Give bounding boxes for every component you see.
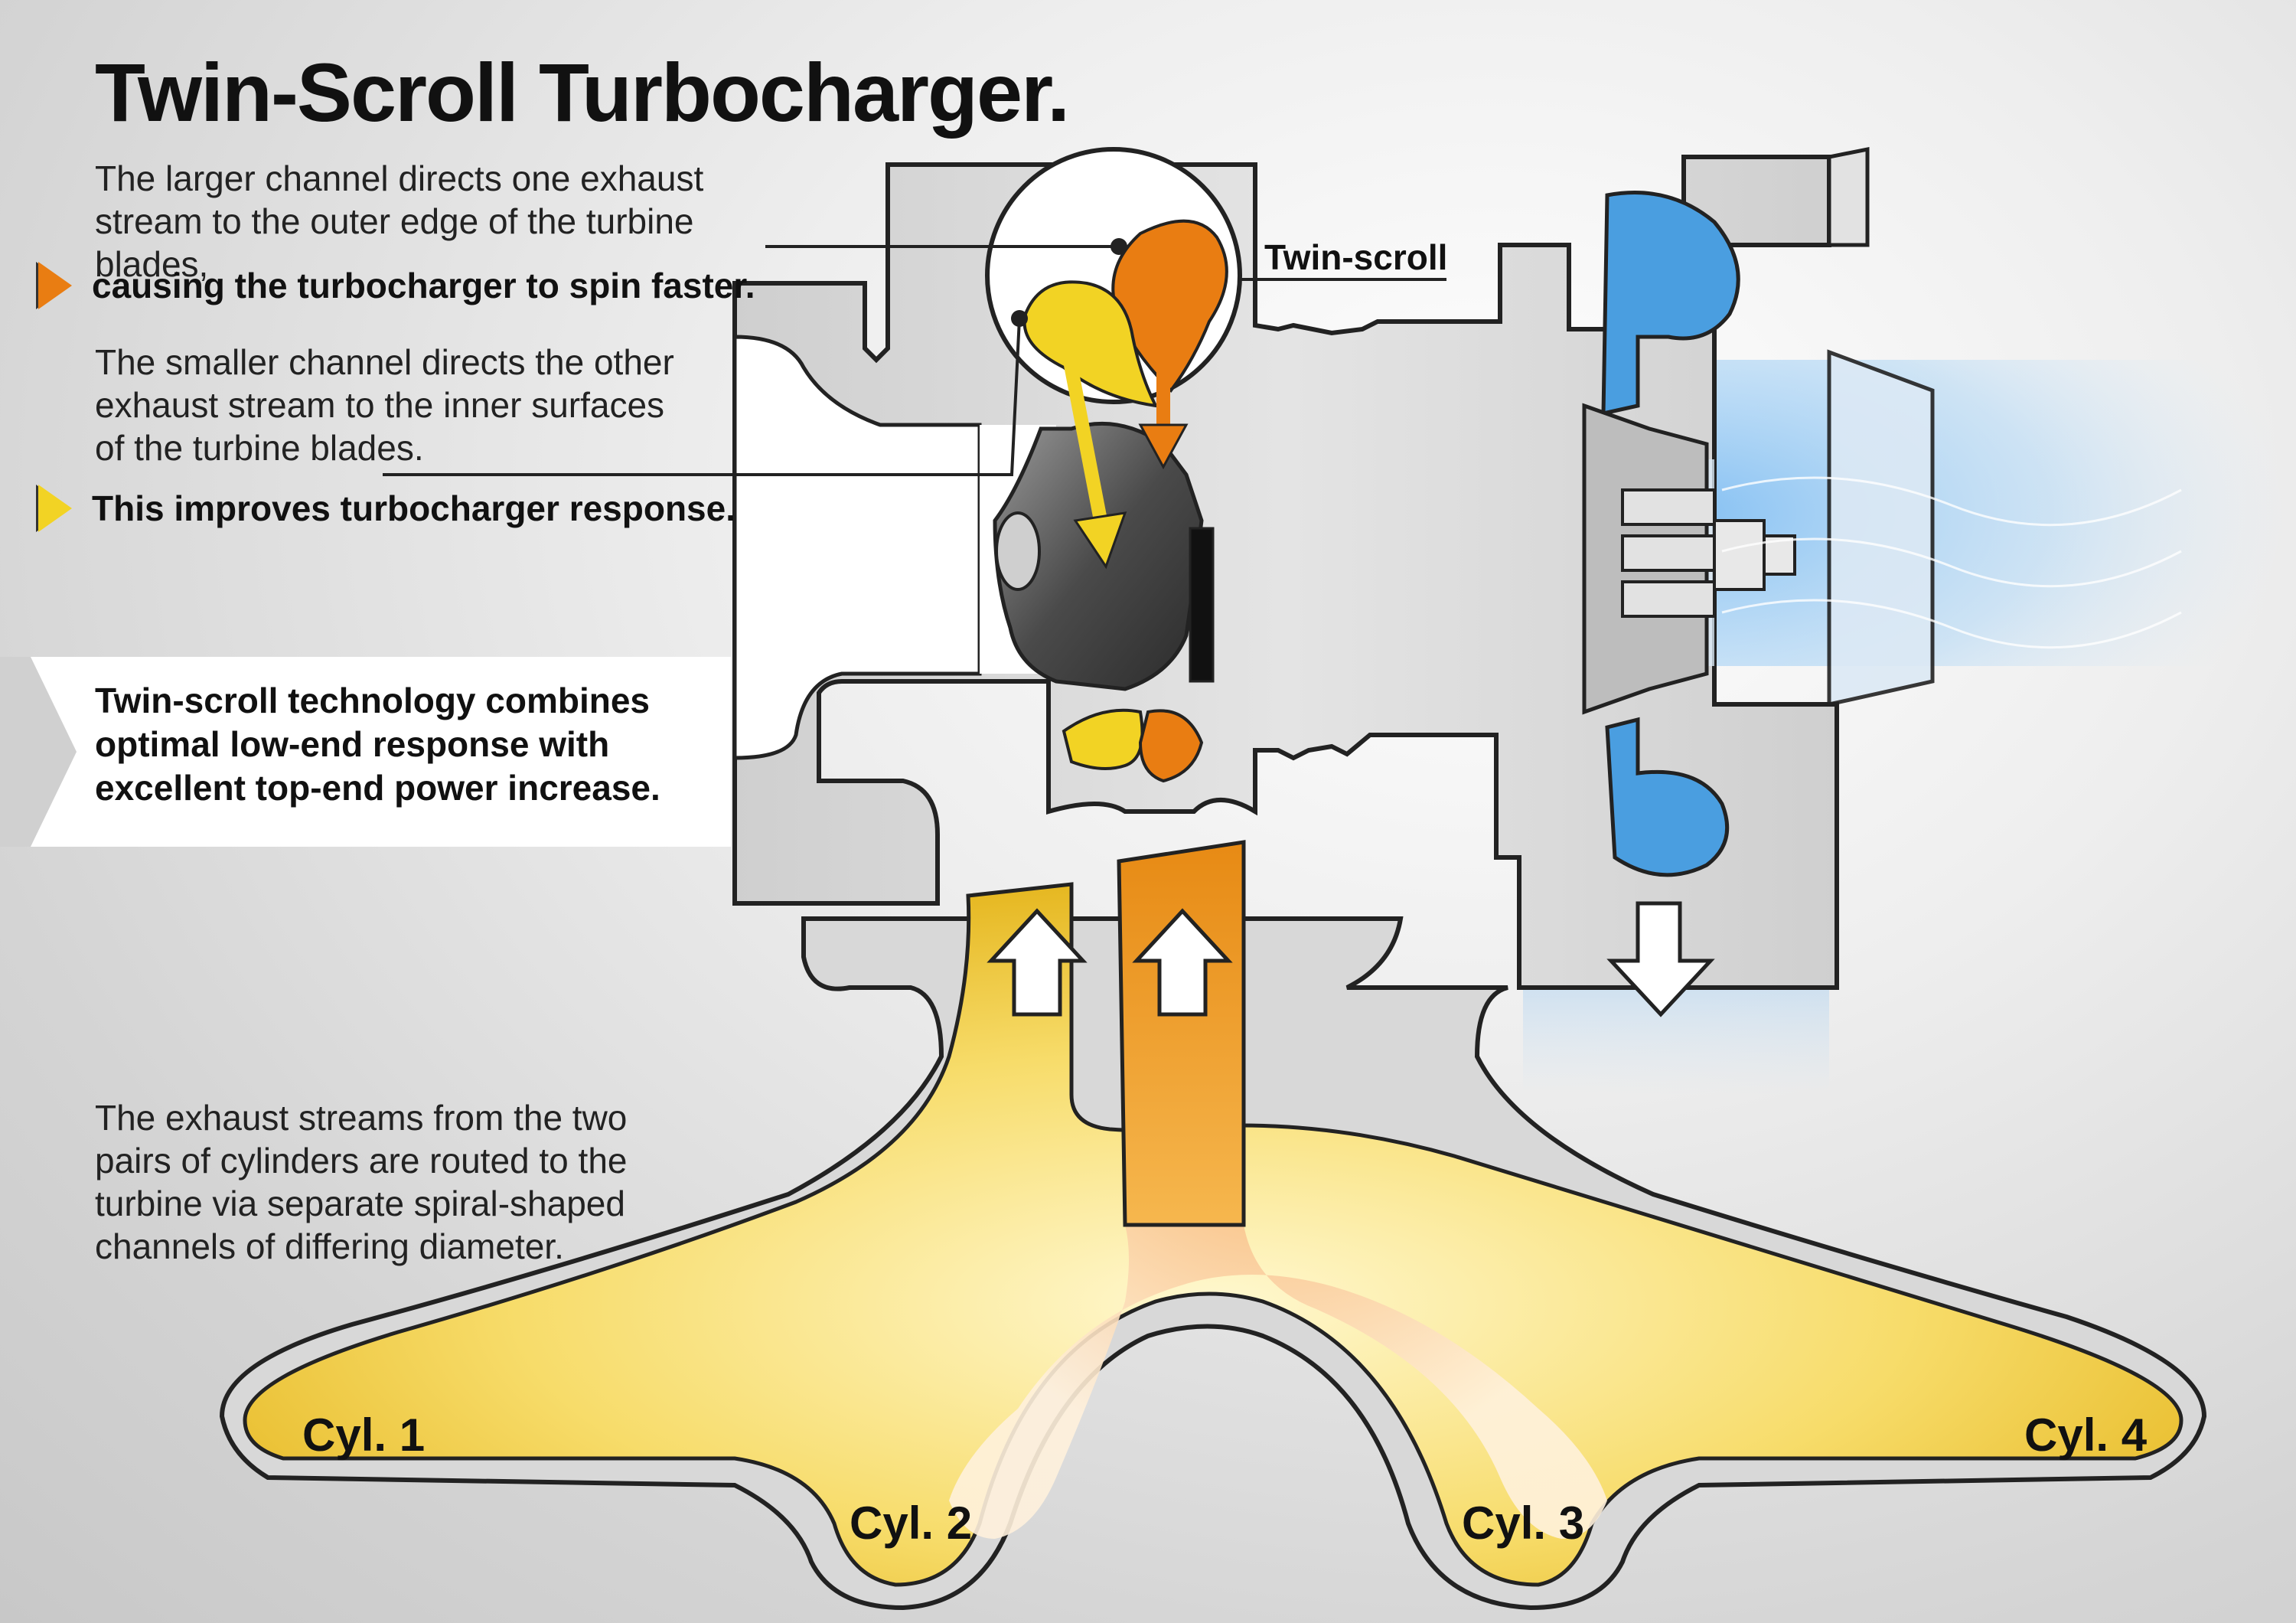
- large-channel-arrow: [1138, 322, 1189, 470]
- small-channel-arrow: [1057, 328, 1127, 570]
- summary-text: Twin-scroll technology combines optimal …: [95, 681, 660, 808]
- larger-channel-result: causing the turbocharger to spin faster.: [38, 262, 755, 309]
- smaller-channel-result: This improves turbocharger response.: [38, 485, 735, 532]
- twin-scroll-magnifier: [985, 147, 1242, 408]
- compressor-wheel: [1582, 403, 1796, 715]
- cyl-3-label: Cyl. 3: [1462, 1497, 1584, 1549]
- flow-up-arrow: [987, 908, 1088, 1017]
- turbine-body: [732, 155, 1839, 990]
- yellow-triangle-bullet-icon: [38, 485, 72, 532]
- exhaust-description: The exhaust streams from the two pairs o…: [95, 1098, 628, 1266]
- smaller-channel-result-text: This improves turbocharger response.: [92, 488, 736, 528]
- cyl-4-label: Cyl. 4: [2024, 1409, 2148, 1461]
- twin-scroll-label: Twin-scroll: [1264, 237, 1447, 277]
- cyl-2-label: Cyl. 2: [850, 1497, 972, 1549]
- intake-flow-lines: [1721, 476, 2182, 649]
- large-channel-flow: [949, 842, 1607, 1539]
- flow-up-arrow: [1132, 908, 1233, 1017]
- flow-down-arrow: [1606, 901, 1715, 1017]
- larger-channel-result-text: causing the turbocharger to spin faster.: [92, 266, 755, 305]
- orange-triangle-bullet-icon: [38, 262, 72, 309]
- smaller-channel-description: The smaller channel directs the other ex…: [95, 342, 674, 468]
- summary-band: [0, 657, 731, 847]
- summary-chevron-icon: [0, 657, 77, 847]
- leader-lines: [383, 245, 1446, 476]
- larger-channel-description: The larger channel directs one exhaust s…: [95, 158, 704, 284]
- compressor-scroll: [1601, 191, 1740, 416]
- cyl-1-label: Cyl. 1: [302, 1409, 425, 1461]
- page-title: Twin-Scroll Turbocharger.: [95, 46, 1070, 139]
